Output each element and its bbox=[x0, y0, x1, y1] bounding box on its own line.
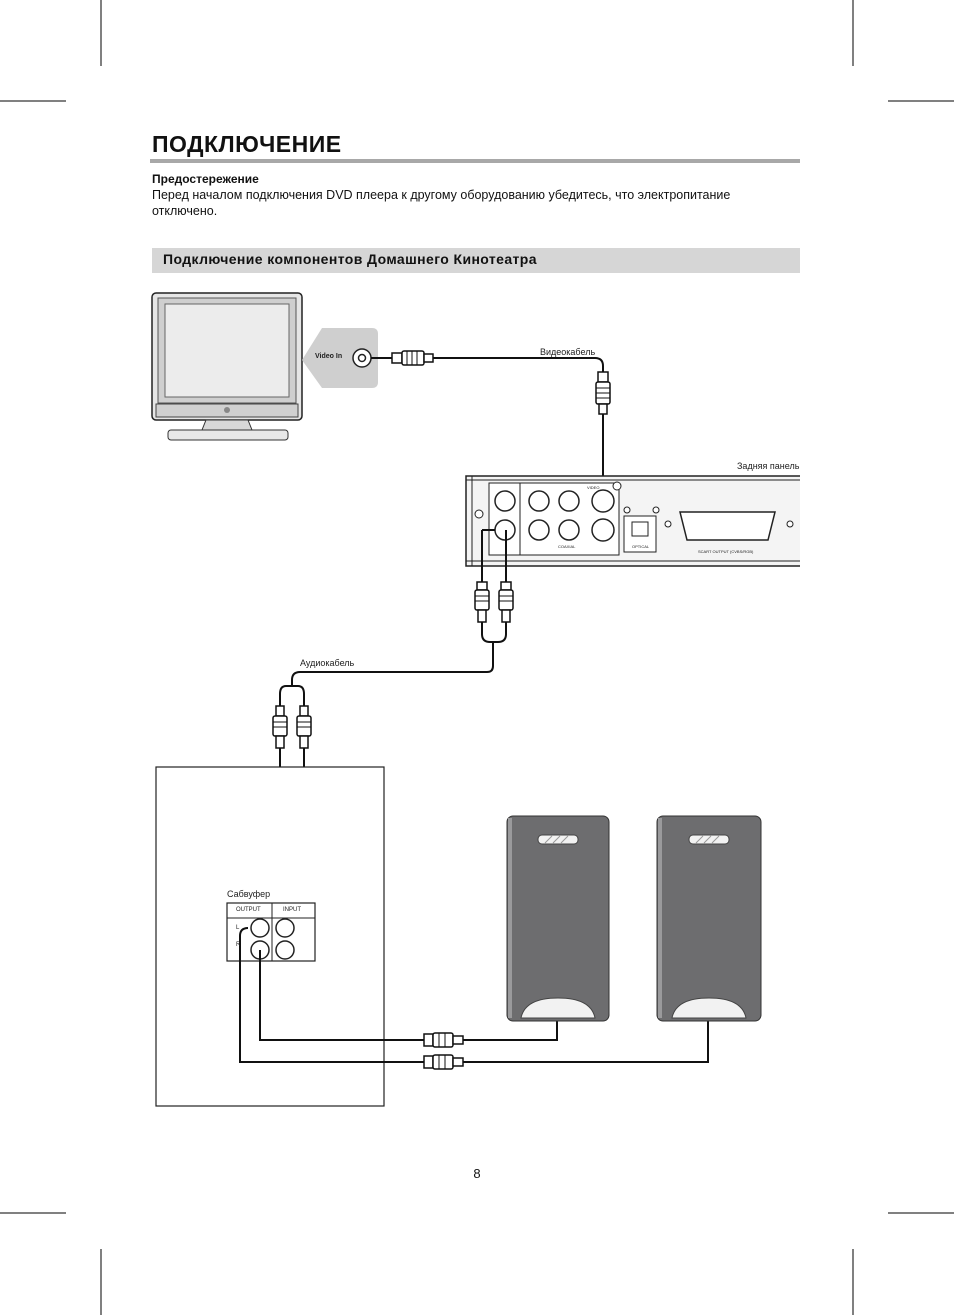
dvd-rear-panel bbox=[465, 475, 800, 567]
audio-cable-label: Аудиокабель bbox=[300, 658, 355, 668]
warning-heading: Предостережение bbox=[152, 172, 259, 186]
panel-scart-label: SCART OUTPUT (CVBS/RGB) bbox=[698, 549, 754, 554]
video-cable-label: Видеокабель bbox=[540, 347, 596, 357]
sub-l-label: L bbox=[236, 925, 240, 931]
page-title: ПОДКЛЮЧЕНИЕ bbox=[152, 131, 342, 157]
speaker-left bbox=[506, 815, 610, 1022]
tv-input-callout bbox=[302, 328, 378, 388]
rear-panel-label: Задняя панель bbox=[737, 461, 800, 471]
panel-optical-label: OPTICAL bbox=[632, 544, 650, 549]
title-underline bbox=[150, 159, 800, 163]
section-header-bar bbox=[152, 248, 800, 273]
sub-r-label: R bbox=[236, 942, 241, 948]
section-title: Подключение компонентов Домашнего Киноте… bbox=[163, 251, 537, 267]
tv-video-in-label: Video In bbox=[315, 353, 343, 360]
subwoofer-illustration bbox=[155, 766, 385, 1107]
sub-output-label: OUTPUT bbox=[236, 907, 261, 913]
sub-input-label: INPUT bbox=[283, 907, 301, 913]
panel-coaxial-label: COAXIAL bbox=[558, 544, 576, 549]
speaker-cables bbox=[239, 927, 709, 1070]
tv-illustration bbox=[151, 292, 303, 441]
warning-text: Перед началом подключения DVD плеера к д… bbox=[152, 188, 731, 218]
page-number: 8 bbox=[473, 1166, 481, 1181]
subwoofer-label: Сабвуфер bbox=[227, 889, 271, 899]
panel-video-label: VIDEO bbox=[587, 485, 600, 490]
speaker-right bbox=[656, 815, 762, 1022]
